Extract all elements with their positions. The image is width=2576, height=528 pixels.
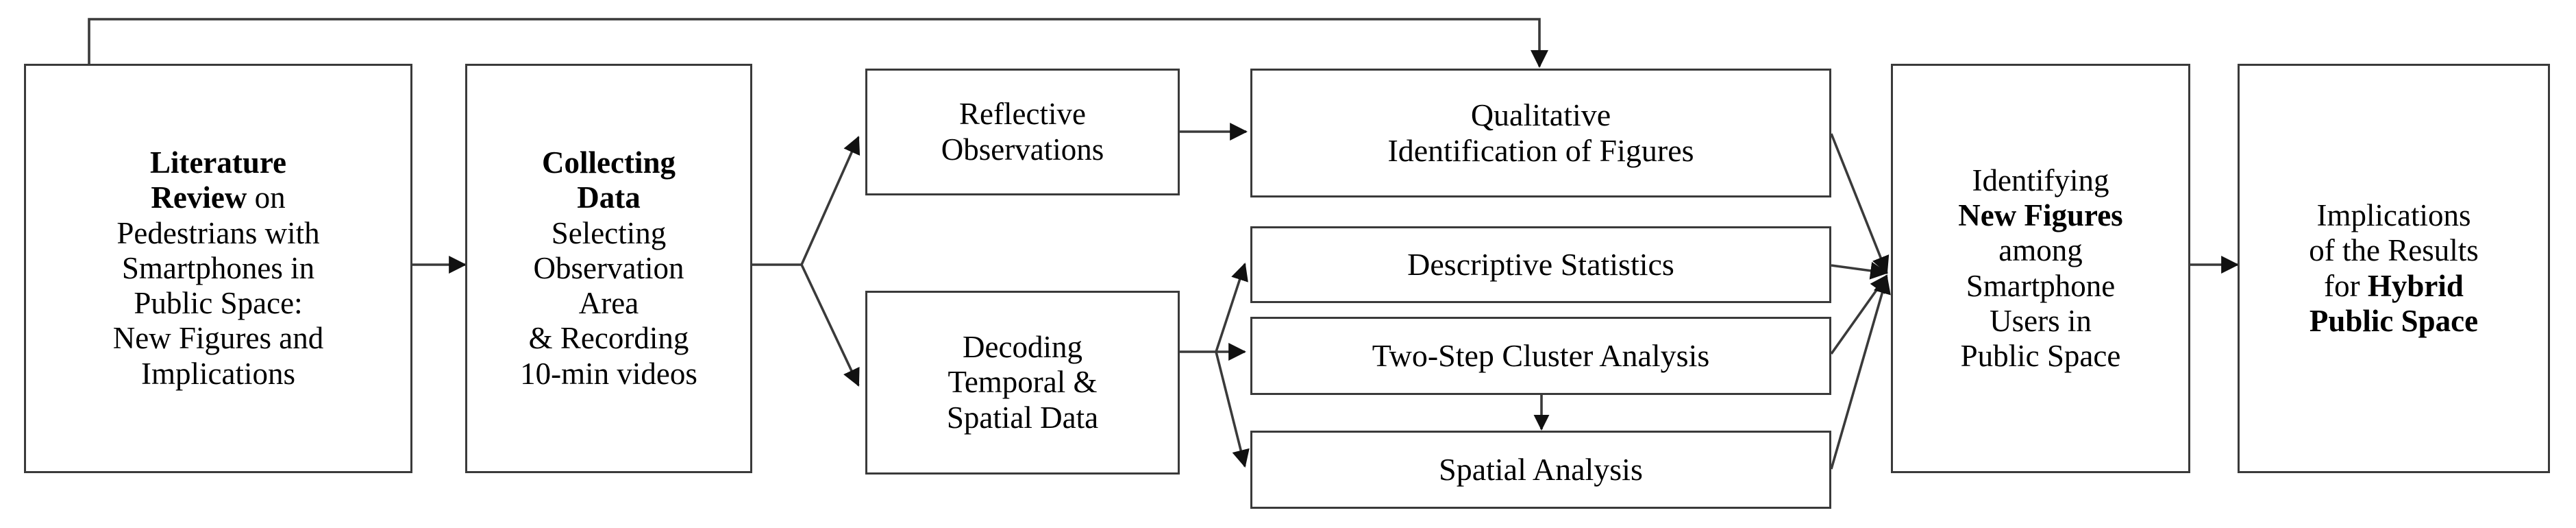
- edge-descriptive-to-identifying: [1831, 261, 1889, 280]
- node-qualitative-identification[interactable]: Qualitative Identification of Figures: [1250, 69, 1831, 197]
- node-reflective-observations-label: Reflective Observations: [941, 97, 1104, 167]
- node-identifying-new-figures-label: Identifying New Figures among Smartphone…: [1958, 163, 2123, 374]
- node-spatial-analysis[interactable]: Spatial Analysis: [1250, 431, 1831, 509]
- node-implications-label: Implications of the Results for Hybrid P…: [2309, 197, 2479, 338]
- node-implications[interactable]: Implications of the Results for Hybrid P…: [2238, 64, 2550, 473]
- node-identifying-new-figures[interactable]: Identifying New Figures among Smartphone…: [1891, 64, 2190, 473]
- node-two-step-cluster[interactable]: Two-Step Cluster Analysis: [1250, 317, 1831, 395]
- edge-qualitative-to-identifying: [1830, 133, 1890, 274]
- edge-collecting-to-reflective: [800, 136, 860, 265]
- node-two-step-cluster-label: Two-Step Cluster Analysis: [1372, 337, 1710, 373]
- node-collecting-data-label: Collecting Data Selecting Observation Ar…: [520, 145, 697, 391]
- node-qualitative-identification-label: Qualitative Identification of Figures: [1387, 97, 1694, 168]
- node-spatial-analysis-label: Spatial Analysis: [1439, 451, 1643, 487]
- node-decoding-data[interactable]: Decoding Temporal & Spatial Data: [865, 291, 1180, 475]
- edge-literature-feedback-to-qualitative: [88, 18, 1548, 69]
- node-descriptive-statistics[interactable]: Descriptive Statistics: [1250, 226, 1831, 303]
- edge-decoding-to-spatial: [1215, 351, 1250, 468]
- node-literature-review[interactable]: Literature Review on Pedestrians with Sm…: [24, 64, 412, 473]
- node-literature-review-label: Literature Review on Pedestrians with Sm…: [112, 145, 324, 391]
- edge-spatial-to-identifying: [1830, 276, 1891, 470]
- node-decoding-data-label: Decoding Temporal & Spatial Data: [946, 330, 1099, 435]
- node-descriptive-statistics-label: Descriptive Statistics: [1407, 246, 1674, 282]
- edge-decoding-to-descriptive: [1215, 263, 1248, 352]
- edge-twostep-to-identifying: [1830, 274, 1888, 355]
- node-reflective-observations[interactable]: Reflective Observations: [865, 69, 1180, 195]
- node-collecting-data[interactable]: Collecting Data Selecting Observation Ar…: [465, 64, 752, 473]
- edge-collecting-to-decoding: [800, 264, 860, 387]
